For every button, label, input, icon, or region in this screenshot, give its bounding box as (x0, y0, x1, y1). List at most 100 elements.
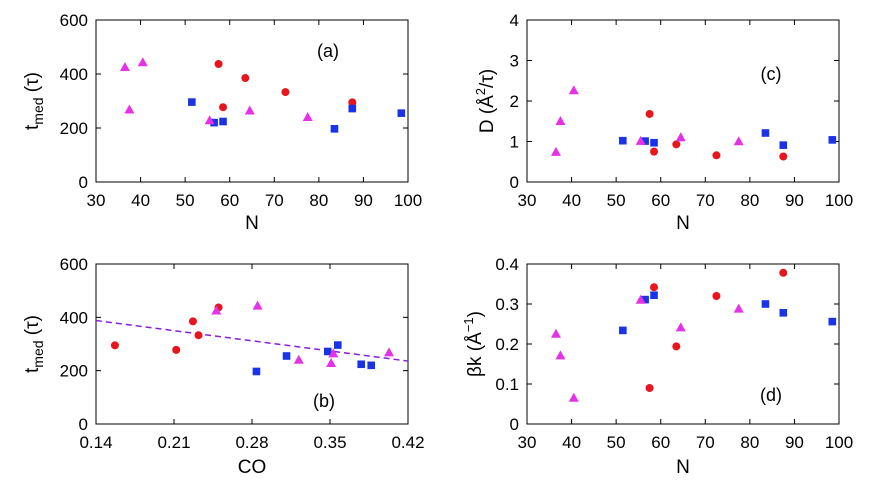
data-point-triangle (555, 116, 566, 126)
data-point-square (323, 347, 332, 356)
data-point-circle (188, 317, 197, 326)
data-point-triangle (550, 146, 561, 156)
y-tick-label: 3 (510, 52, 519, 71)
data-point-square (641, 137, 649, 145)
x-axis-label: N (676, 457, 690, 478)
data-point-square (761, 129, 770, 137)
data-point-triangle (568, 392, 579, 402)
data-point-triangle (675, 322, 686, 332)
panel-tag: (b) (313, 391, 335, 411)
y-axis-label: tmed (τ) (22, 72, 46, 130)
panel-tag: (c) (761, 64, 782, 84)
data-point-circle (712, 151, 721, 160)
x-tick-label: 70 (696, 433, 715, 452)
fit-line (95, 319, 409, 362)
x-tick-label: 0.28 (235, 433, 268, 452)
data-point-triangle (252, 300, 263, 310)
data-point-circle (194, 331, 203, 340)
data-point-square (188, 98, 196, 106)
data-point-triangle (244, 105, 255, 115)
data-point-triangle (675, 132, 686, 142)
data-point-triangle (137, 57, 148, 67)
data-point-square (252, 367, 261, 376)
data-point-circle (650, 147, 659, 156)
data-point-square (357, 360, 365, 369)
data-point-triangle (293, 354, 304, 364)
y-tick-label: 0 (79, 173, 88, 192)
x-tick-label: 0.42 (391, 433, 424, 452)
data-point-circle (281, 88, 290, 97)
y-tick-label: 200 (60, 119, 88, 138)
data-point-circle (110, 341, 119, 350)
data-point-square (334, 341, 342, 349)
y-axis-label: βk (Å−1) (461, 311, 486, 377)
data-point-circle (241, 74, 250, 83)
y-tick-label: 600 (60, 255, 88, 274)
x-tick-label: 40 (562, 433, 581, 452)
x-tick-label: 100 (825, 191, 853, 210)
y-tick-label: 0 (510, 415, 519, 434)
y-tick-label: 400 (60, 65, 88, 84)
x-tick-label: 30 (518, 433, 537, 452)
data-point-square (828, 317, 837, 326)
data-point-square (619, 136, 627, 145)
data-point-square (367, 361, 376, 370)
x-tick-label: 80 (309, 191, 328, 210)
data-point-triangle (733, 303, 744, 313)
x-tick-label: 0.35 (313, 433, 346, 452)
data-point-square (282, 352, 291, 360)
data-point-triangle (568, 85, 579, 95)
data-point-circle (219, 103, 228, 112)
data-point-triangle (733, 136, 744, 146)
y-tick-label: 0.3 (495, 295, 519, 314)
plot-frame (526, 19, 840, 183)
panel-tag: (d) (760, 385, 782, 405)
plot-frame (95, 263, 409, 425)
y-tick-label: 400 (60, 308, 88, 327)
x-tick-label: 0.21 (157, 433, 190, 452)
data-point-square (330, 125, 339, 133)
panel-tag: (a) (317, 41, 339, 61)
y-tick-label: 0.1 (495, 375, 519, 394)
x-axis-label: N (245, 213, 259, 234)
data-point-square (779, 309, 788, 317)
x-tick-label: 60 (651, 191, 670, 210)
data-point-circle (645, 109, 654, 118)
x-tick-label: 30 (518, 191, 537, 210)
data-point-circle (645, 384, 654, 392)
data-point-circle (650, 283, 659, 292)
y-tick-label: 2 (510, 92, 519, 111)
y-tick-label: 200 (60, 362, 88, 381)
data-point-triangle (124, 104, 135, 114)
y-tick-label: 1 (510, 133, 519, 152)
x-tick-label: 100 (394, 191, 422, 210)
data-point-circle (172, 345, 181, 354)
x-tick-label: 70 (265, 191, 284, 210)
data-point-triangle (555, 350, 566, 360)
data-point-square (779, 141, 788, 149)
x-tick-label: 40 (131, 191, 150, 210)
x-tick-label: 50 (607, 433, 626, 452)
data-point-triangle (211, 305, 222, 315)
x-tick-label: 100 (825, 433, 853, 452)
data-point-square (641, 295, 649, 304)
data-point-circle (672, 342, 681, 351)
data-point-triangle (550, 328, 561, 338)
x-tick-label: 0.14 (79, 433, 112, 452)
data-point-square (397, 109, 406, 117)
x-tick-label: 80 (740, 191, 759, 210)
x-tick-label: 60 (651, 433, 670, 452)
data-point-triangle (302, 112, 313, 121)
data-point-square (210, 118, 218, 127)
data-point-triangle (119, 62, 130, 72)
x-tick-label: 50 (607, 191, 626, 210)
x-tick-label: 30 (87, 191, 106, 210)
data-point-triangle (326, 358, 337, 367)
y-tick-label: 0.4 (495, 255, 519, 274)
data-point-circle (348, 98, 357, 107)
